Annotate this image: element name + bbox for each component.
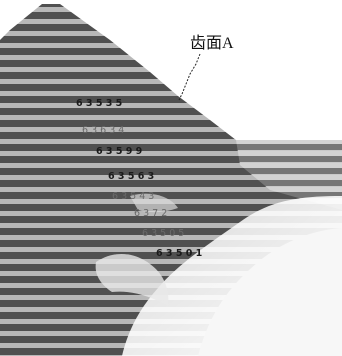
band-label-6: 6 3 7 2 bbox=[134, 208, 167, 219]
glare-wave-2 bbox=[130, 193, 178, 213]
band-label-4: 6 3 5 6 3 bbox=[108, 171, 154, 182]
leader-line bbox=[178, 53, 201, 101]
band-label-8: 6 3 5 0 1 bbox=[156, 248, 202, 259]
band-label-7: 6 3 5 0 5 bbox=[142, 228, 184, 239]
mountain-shoulder bbox=[236, 140, 342, 210]
band-label-1: 6 3 5 3 5 bbox=[76, 98, 122, 109]
band-label-5: 6 3 5 4 3 bbox=[112, 191, 154, 202]
band-label-3: 6 3 5 9 9 bbox=[96, 146, 142, 157]
band-label-2: 6 3 6 3 4 bbox=[82, 125, 124, 136]
glare-core bbox=[198, 228, 342, 356]
glare-wave bbox=[95, 253, 169, 306]
section-label: 齿面A bbox=[190, 35, 234, 52]
